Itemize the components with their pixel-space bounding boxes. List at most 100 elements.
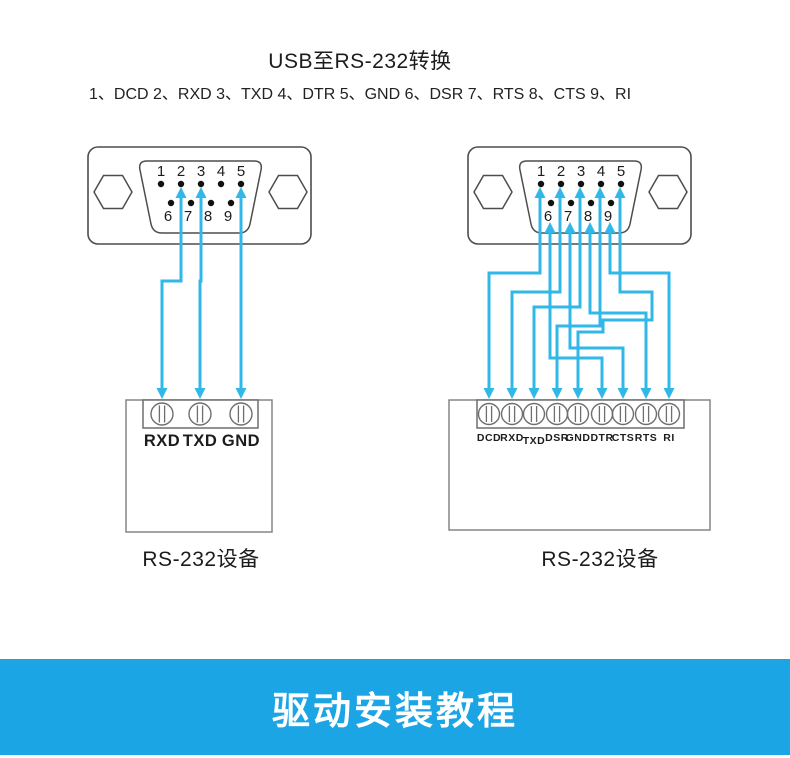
arrowhead-up bbox=[604, 222, 616, 233]
arrowhead-up bbox=[564, 222, 576, 233]
terminal-label: DTR bbox=[590, 432, 613, 444]
terminal-label: DSR bbox=[545, 432, 569, 444]
pin-number: 4 bbox=[597, 163, 605, 180]
terminal-label: GND bbox=[222, 432, 260, 450]
pin-dot bbox=[567, 199, 575, 207]
pin-dot bbox=[207, 199, 215, 207]
arrowhead-up bbox=[175, 187, 187, 198]
pin-number: 8 bbox=[584, 208, 592, 225]
wire bbox=[487, 198, 542, 388]
pin-dot bbox=[157, 180, 165, 188]
terminal-screw bbox=[477, 402, 501, 426]
pin-dot bbox=[577, 180, 585, 188]
pin-number: 6 bbox=[164, 208, 172, 225]
wire bbox=[588, 233, 648, 388]
terminal-label: DCD bbox=[477, 432, 501, 444]
pin-dot bbox=[197, 180, 205, 188]
pin-number: 1 bbox=[537, 163, 545, 180]
wire bbox=[532, 198, 582, 388]
pin-number: 5 bbox=[237, 163, 245, 180]
arrowhead-up bbox=[554, 187, 566, 198]
wire bbox=[160, 198, 183, 388]
arrowhead-down bbox=[194, 388, 206, 399]
pin-dot bbox=[547, 199, 555, 207]
pin-number: 3 bbox=[577, 163, 585, 180]
terminal-label: GND bbox=[566, 432, 591, 444]
terminal-screw bbox=[500, 402, 524, 426]
pin-dot bbox=[237, 180, 245, 188]
terminal-label: RI bbox=[663, 432, 675, 444]
terminal-screw bbox=[657, 402, 681, 426]
arrowhead-up bbox=[235, 187, 247, 198]
right-device-label: RS-232设备 bbox=[541, 548, 659, 571]
pin-number: 9 bbox=[224, 208, 232, 225]
arrowhead-down bbox=[640, 388, 652, 399]
wire bbox=[548, 233, 604, 388]
pin-dot bbox=[167, 199, 175, 207]
left-device-label: RS-232设备 bbox=[142, 548, 260, 571]
arrowhead-down bbox=[483, 388, 495, 399]
page-title: USB至RS-232转换 bbox=[268, 50, 452, 73]
terminal-screw bbox=[150, 402, 174, 426]
arrowhead-up bbox=[574, 187, 586, 198]
arrowhead-down bbox=[235, 388, 247, 399]
banner-label: 驱动安装教程 bbox=[271, 690, 518, 733]
terminal-screw bbox=[188, 402, 212, 426]
driver-install-banner: 驱动安装教程 bbox=[0, 659, 790, 755]
arrowhead-down bbox=[617, 388, 629, 399]
terminal-screw bbox=[566, 402, 590, 426]
arrowhead-down bbox=[551, 388, 563, 399]
pin-number: 2 bbox=[177, 163, 185, 180]
arrowhead-down bbox=[156, 388, 168, 399]
terminal-label: RXD bbox=[144, 432, 180, 450]
screw-hole-hexagon bbox=[648, 174, 688, 210]
arrowhead-up bbox=[534, 187, 546, 198]
pin-dot bbox=[557, 180, 565, 188]
pin-number: 3 bbox=[197, 163, 205, 180]
terminal-label: CTS bbox=[612, 432, 635, 444]
terminal-screw bbox=[522, 402, 546, 426]
pin-dot bbox=[177, 180, 185, 188]
arrowhead-up bbox=[594, 187, 606, 198]
arrowhead-down bbox=[572, 388, 584, 399]
terminal-strip bbox=[142, 399, 259, 429]
pin-number: 6 bbox=[544, 208, 552, 225]
wire bbox=[576, 198, 654, 388]
pin-number: 5 bbox=[617, 163, 625, 180]
arrowhead-down bbox=[596, 388, 608, 399]
arrowhead-up bbox=[195, 187, 207, 198]
pin-dot bbox=[537, 180, 545, 188]
wire bbox=[608, 233, 671, 388]
pin-number: 1 bbox=[157, 163, 165, 180]
pin-number: 8 bbox=[204, 208, 212, 225]
pin-number: 9 bbox=[604, 208, 612, 225]
terminal-screw bbox=[229, 402, 253, 426]
wire bbox=[568, 233, 625, 388]
screw-hole-hexagon bbox=[93, 174, 133, 210]
arrowhead-up bbox=[584, 222, 596, 233]
terminal-label: TXD bbox=[523, 435, 546, 447]
screw-hole-hexagon bbox=[473, 174, 513, 210]
pinout-legend: 1、DCD 2、RXD 3、TXD 4、DTR 5、GND 6、DSR 7、RT… bbox=[88, 86, 632, 103]
pin-dot bbox=[607, 199, 615, 207]
arrowhead-down bbox=[528, 388, 540, 399]
pin-dot bbox=[617, 180, 625, 188]
arrowhead-down bbox=[663, 388, 675, 399]
terminal-label: RXD bbox=[500, 432, 524, 444]
pin-number: 7 bbox=[184, 208, 192, 225]
terminal-label: RTS bbox=[635, 432, 658, 444]
pin-dot bbox=[587, 199, 595, 207]
pin-dot bbox=[227, 199, 235, 207]
screw-hole-hexagon bbox=[268, 174, 308, 210]
pin-dot bbox=[597, 180, 605, 188]
arrowhead-up bbox=[544, 222, 556, 233]
pin-dot bbox=[187, 199, 195, 207]
pin-number: 7 bbox=[564, 208, 572, 225]
terminal-screw bbox=[611, 402, 635, 426]
pin-number: 2 bbox=[557, 163, 565, 180]
wire bbox=[510, 198, 562, 388]
db9-dshape bbox=[138, 160, 263, 234]
terminal-label: TXD bbox=[183, 432, 218, 450]
pin-dot bbox=[217, 180, 225, 188]
